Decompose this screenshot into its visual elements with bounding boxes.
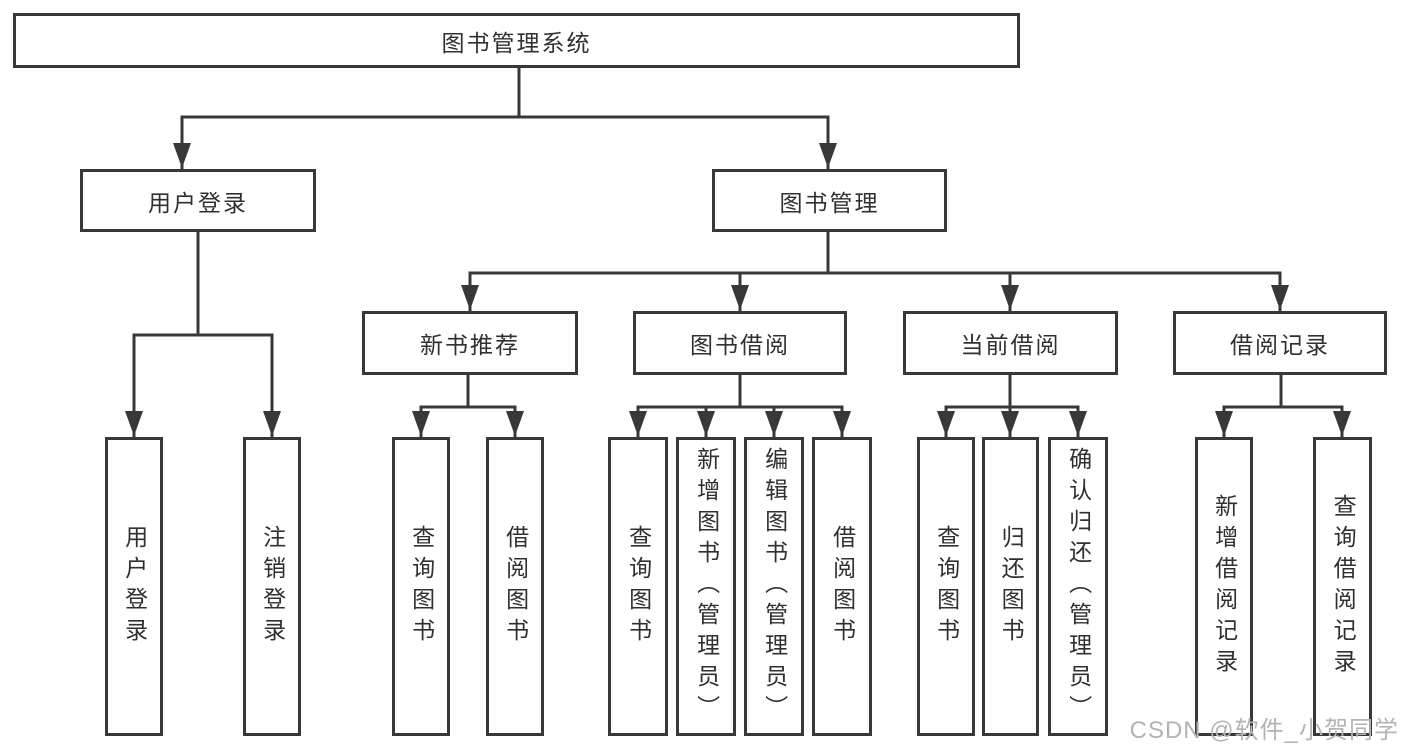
connector-borrowing-records-branch xyxy=(1215,373,1351,438)
leaf-confirm-return-admin: 确认归还（管理员） xyxy=(1048,437,1108,736)
node-root-system-label: 图书管理系统 xyxy=(441,29,592,56)
leaf-return-books: 归还图书 xyxy=(982,437,1039,736)
leaf-query-borrow-record: 查询借阅记录 xyxy=(1313,437,1372,736)
node-new-book-recommend: 新书推荐 xyxy=(362,311,578,375)
node-user-login-label: 用户登录 xyxy=(148,189,248,216)
leaf-add-books-admin: 新增图书（管理员） xyxy=(676,437,736,736)
connector-root-to-level2 xyxy=(173,66,837,170)
node-user-login: 用户登录 xyxy=(80,169,316,232)
leaf-add-books-admin-label: 新增图书（管理员） xyxy=(693,447,720,726)
leaf-query-books-recommend: 查询图书 xyxy=(392,437,450,736)
connector-book-management-branch xyxy=(461,230,1289,312)
leaf-logout-login-label: 注销登录 xyxy=(259,524,286,649)
leaf-return-books-label: 归还图书 xyxy=(998,524,1025,649)
leaf-edit-books-admin-label: 编辑图书（管理员） xyxy=(761,447,788,726)
leaf-query-books-recommend-label: 查询图书 xyxy=(408,524,435,649)
node-current-borrowing-label: 当前借阅 xyxy=(960,332,1061,358)
node-new-book-recommend-label: 新书推荐 xyxy=(420,332,520,358)
leaf-borrow-books-recommend: 借阅图书 xyxy=(486,437,544,736)
leaf-edit-books-admin: 编辑图书（管理员） xyxy=(744,437,804,736)
leaf-borrow-books-borrow: 借阅图书 xyxy=(812,437,872,736)
node-book-borrowing: 图书借阅 xyxy=(633,311,847,375)
leaf-add-borrow-record: 新增借阅记录 xyxy=(1195,437,1253,736)
leaf-add-borrow-record-label: 新增借阅记录 xyxy=(1211,493,1238,680)
leaf-borrow-books-recommend-label: 借阅图书 xyxy=(502,524,529,649)
leaf-borrow-books-borrow-label: 借阅图书 xyxy=(829,524,856,649)
node-current-borrowing: 当前借阅 xyxy=(903,311,1118,375)
leaf-user-login-label: 用户登录 xyxy=(121,524,148,649)
leaf-query-books-current: 查询图书 xyxy=(917,437,975,736)
leaf-query-books-borrow-label: 查询图书 xyxy=(625,524,652,649)
node-book-management: 图书管理 xyxy=(712,169,947,232)
leaf-confirm-return-admin-label: 确认归还（管理员） xyxy=(1065,447,1092,726)
leaf-logout-login: 注销登录 xyxy=(243,437,301,736)
node-book-management-label: 图书管理 xyxy=(779,189,880,216)
connector-user-login-branch xyxy=(125,230,281,438)
connector-book-borrowing-branch xyxy=(629,373,851,438)
leaf-user-login: 用户登录 xyxy=(105,437,163,736)
connector-new-book-recommend-branch xyxy=(412,373,524,438)
node-root-system: 图书管理系统 xyxy=(13,13,1020,68)
node-book-borrowing-label: 图书借阅 xyxy=(690,332,790,358)
leaf-query-borrow-record-label: 查询借阅记录 xyxy=(1330,493,1357,680)
node-borrowing-records: 借阅记录 xyxy=(1173,311,1387,375)
node-borrowing-records-label: 借阅记录 xyxy=(1230,332,1330,358)
connector-current-borrowing-branch xyxy=(937,373,1087,438)
csdn-watermark: CSDN @软件_小贺同学 xyxy=(1129,717,1399,744)
leaf-query-books-borrow: 查询图书 xyxy=(608,437,668,736)
leaf-query-books-current-label: 查询图书 xyxy=(933,524,960,649)
